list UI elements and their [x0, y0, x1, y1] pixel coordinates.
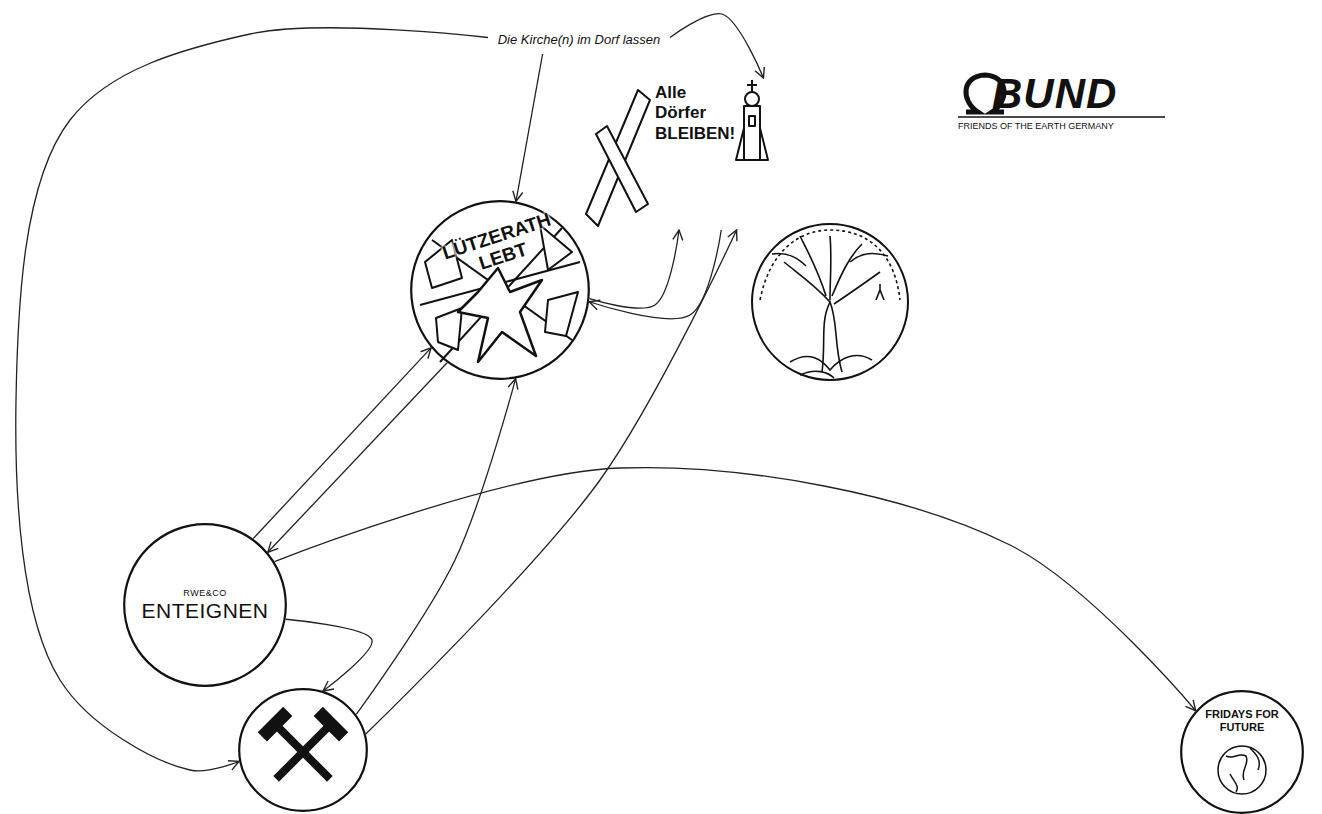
node-text: Die Kirche(n) im Dorf lassen — [498, 32, 661, 47]
church-roof — [760, 128, 768, 160]
arrow-connector — [516, 54, 543, 201]
slogan-text: Die Kirche(n) im Dorf lassen — [488, 24, 670, 54]
node-text: Alle Dörfer BLEIBEN! — [655, 83, 741, 144]
tiny-figure — [876, 284, 884, 300]
tree-circle — [752, 224, 908, 380]
arrow-connector — [670, 14, 763, 78]
tree-crown — [760, 230, 900, 300]
arrow-connector — [590, 230, 679, 308]
church-roof — [736, 128, 744, 160]
arrow-connector — [356, 379, 515, 715]
slogan-badge: Alle Dörfer BLEIBEN! — [583, 78, 775, 230]
globe-continents — [1226, 748, 1259, 792]
church-window — [749, 116, 755, 126]
tree-branches — [772, 236, 888, 304]
globe — [1218, 746, 1266, 794]
node-text: ENTEIGNEN — [141, 599, 268, 623]
logo-tagline: FRIENDS OF THE EARTH GERMANY — [958, 121, 1114, 131]
node-circle — [124, 524, 286, 686]
symbol-circle — [238, 688, 368, 812]
arrow-connector — [253, 348, 431, 539]
node-text: LÜTZERATH LEBT — [432, 207, 569, 287]
node-circle — [239, 689, 367, 811]
circle-badge: RWE&COENTEIGNEN — [123, 523, 287, 687]
node-circle — [1181, 691, 1303, 813]
logo-wordmark: BUND — [992, 70, 1117, 118]
glass-shard — [436, 308, 462, 350]
x-stroke — [586, 90, 650, 226]
arrow-connector — [268, 363, 447, 552]
hammer-head — [314, 707, 349, 742]
node-text: RWE&CO — [183, 588, 226, 598]
church-dome — [745, 92, 759, 106]
circle-badge: LÜTZERATH LEBT — [410, 200, 590, 380]
hammer-handle — [273, 722, 332, 781]
glass-shard — [545, 292, 578, 336]
arrow-connector — [16, 28, 488, 771]
arrow-connector — [275, 468, 1196, 711]
hammer-handle — [273, 722, 332, 781]
node-circle — [411, 201, 589, 379]
tree-roots — [790, 355, 872, 378]
church-cross — [747, 84, 757, 86]
arrow-connector — [366, 230, 737, 734]
node-text: FRIDAYS FOR FUTURE — [1199, 708, 1285, 733]
x-stroke — [596, 126, 648, 212]
node-outline — [238, 688, 368, 812]
arrow-connector — [286, 619, 372, 691]
arrow-connector — [589, 230, 721, 319]
hammer-head — [258, 707, 293, 742]
church-tower — [744, 106, 760, 160]
bird-shape — [458, 268, 542, 362]
logo-circle: FRIDAYS FOR FUTURE — [1180, 690, 1304, 814]
